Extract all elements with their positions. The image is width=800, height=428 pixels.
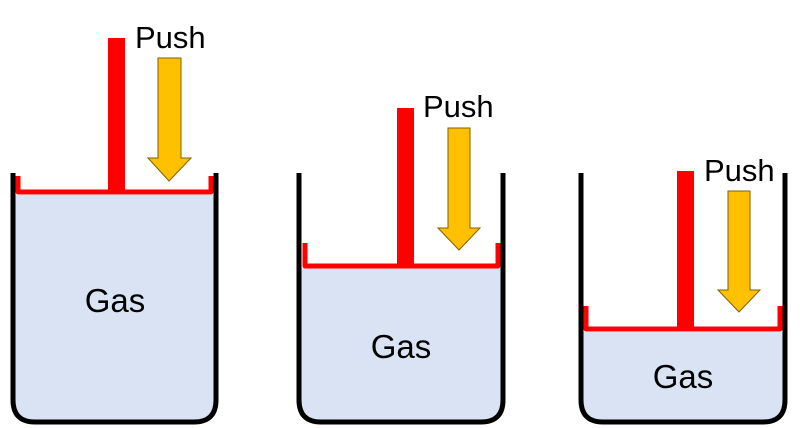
gas-label: Gas <box>371 328 432 365</box>
gas-fill <box>582 332 784 421</box>
gas-fill <box>300 268 502 421</box>
push-label: Push <box>423 89 494 124</box>
push-label: Push <box>135 20 206 55</box>
push-arrow-icon <box>146 57 193 182</box>
container <box>296 173 506 425</box>
gas-label: Gas <box>85 282 146 319</box>
gas-fill <box>14 195 215 421</box>
piston-rod <box>677 171 694 331</box>
push-arrow-icon <box>716 190 762 313</box>
gas-label: Gas <box>653 358 714 395</box>
container <box>578 173 788 425</box>
container <box>10 173 219 425</box>
panel-2: Push Gas <box>296 89 506 425</box>
piston-rod <box>397 108 414 268</box>
panel-1: Push Gas <box>10 20 219 425</box>
piston-rod <box>108 38 125 194</box>
push-arrow-icon <box>436 127 482 251</box>
panel-3: Push Gas <box>578 153 788 425</box>
push-label: Push <box>704 153 775 188</box>
